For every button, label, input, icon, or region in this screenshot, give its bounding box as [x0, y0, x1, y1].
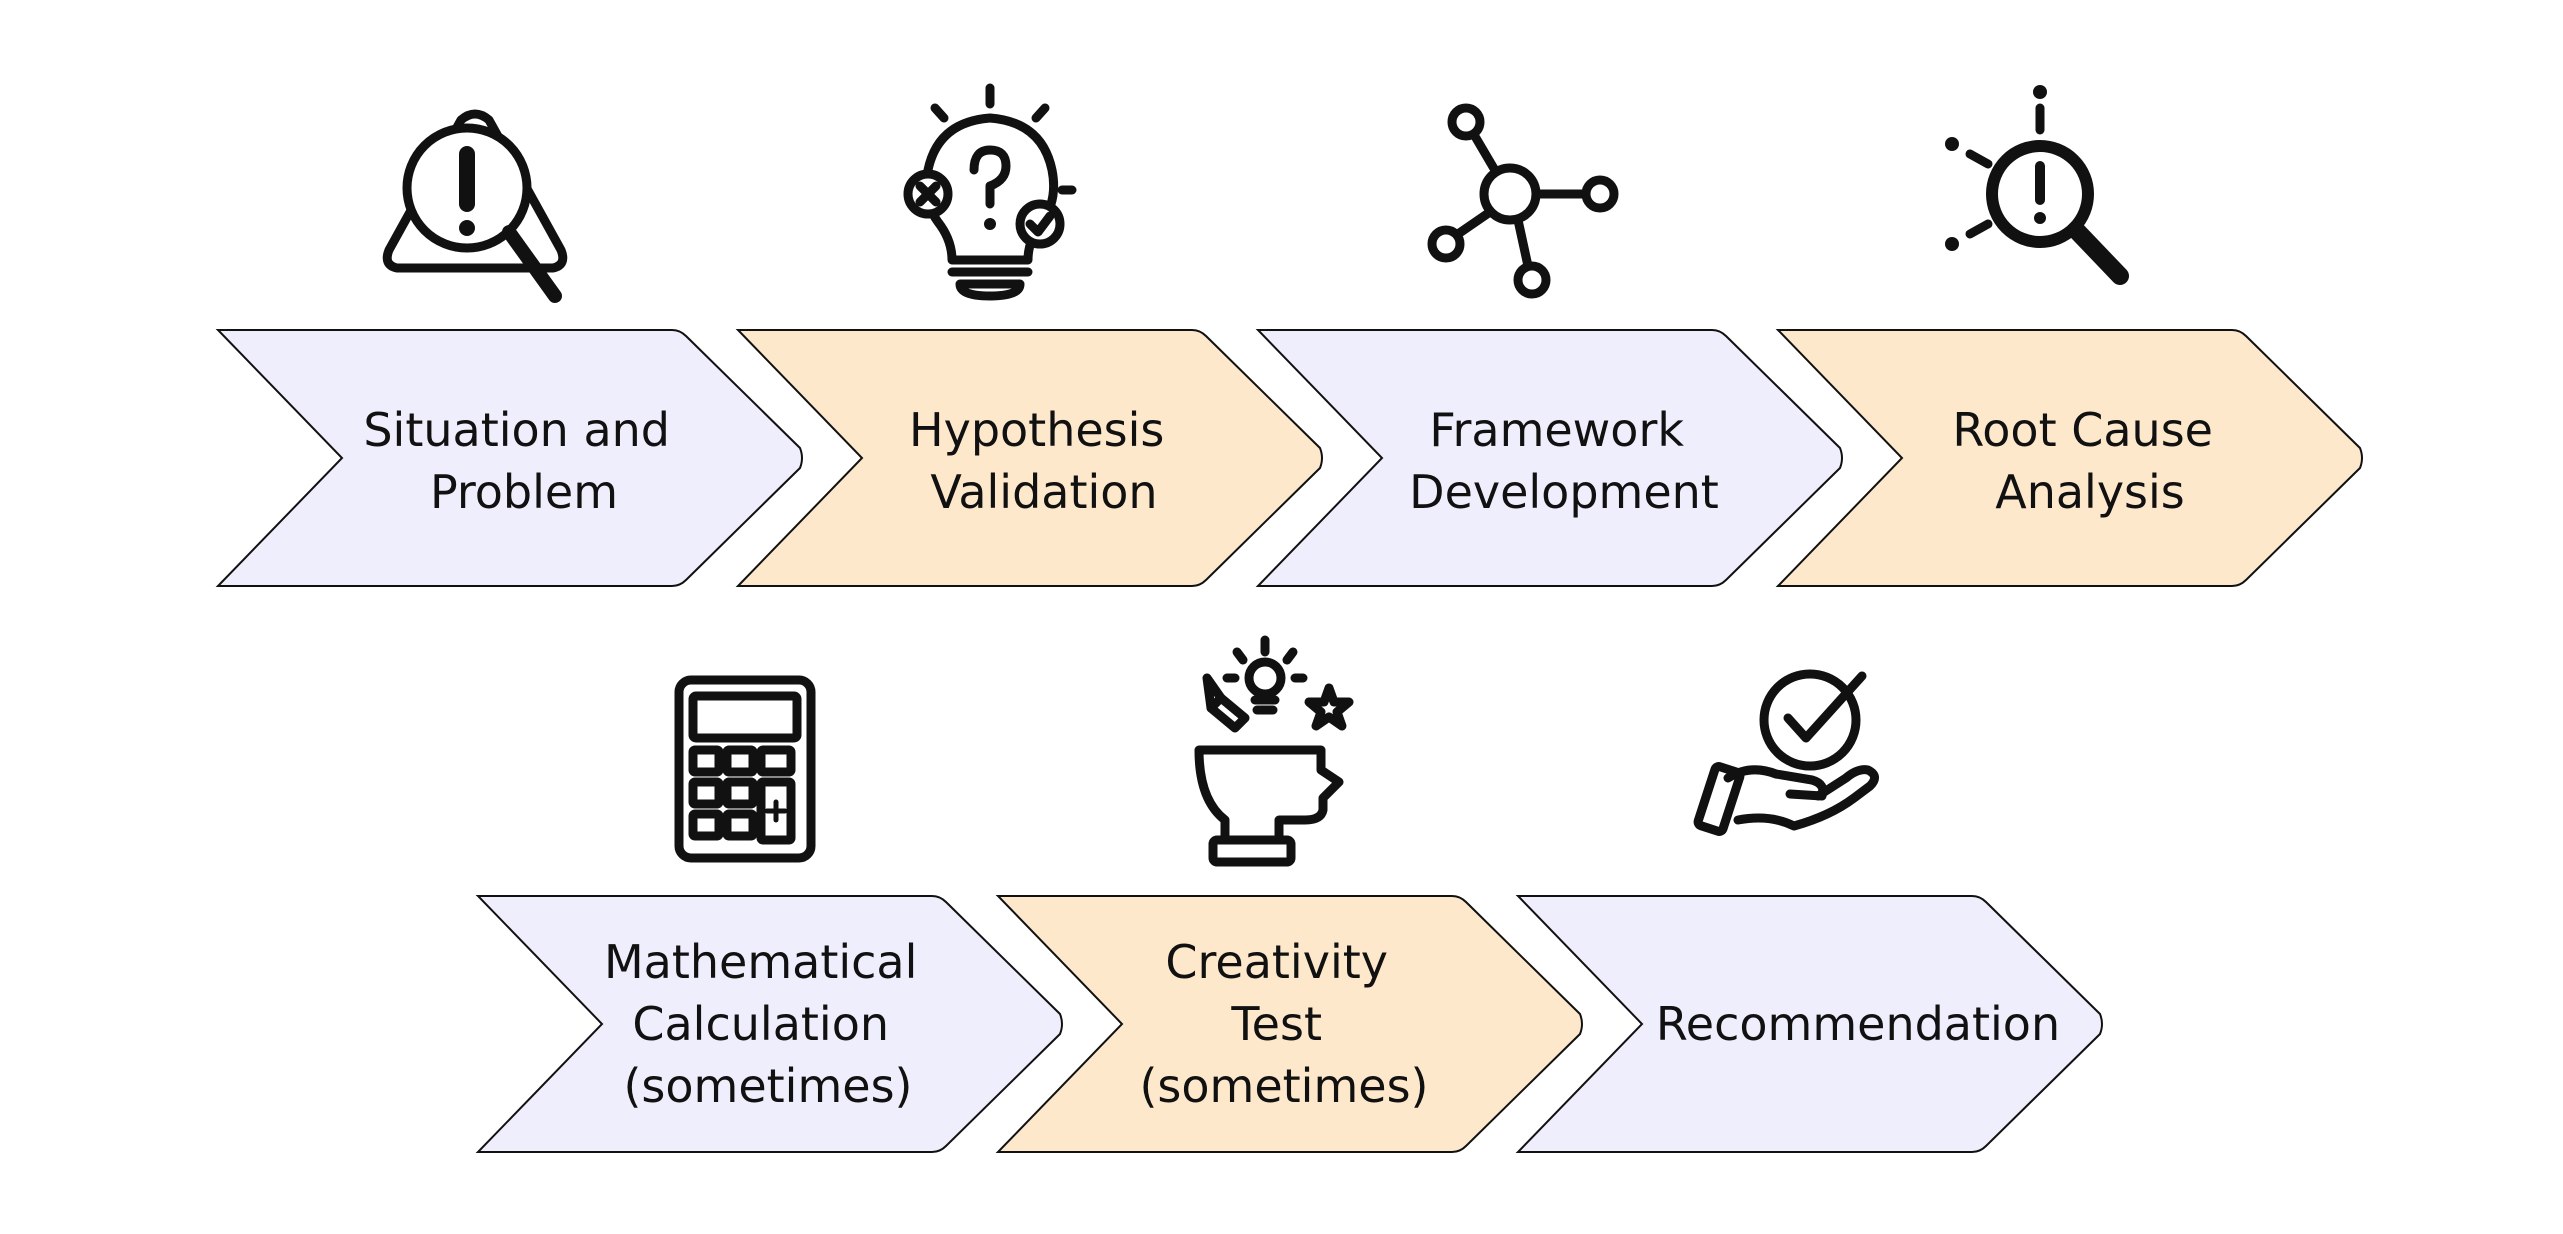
warning-magnifier-icon [382, 109, 568, 303]
step-root-cause-shape [1775, 329, 2363, 587]
chevron-row-top: Situation and Problem Hypothesis Validat… [215, 329, 2363, 587]
step-situation-and-problem: Situation and Problem [215, 329, 803, 587]
step-recommendation-label: Recommendation [1656, 997, 2060, 1051]
step-math-label: Mathematical Calculation (sometimes) [604, 935, 932, 1113]
step-creativity-test: Creativity Test (sometimes) [995, 895, 1583, 1153]
magnifier-alert-icon [1945, 85, 2129, 285]
step-math-shape [475, 895, 1063, 1153]
step-framework-development: Framework Development [1255, 329, 1843, 587]
step-root-cause-analysis: Root Cause Analysis [1775, 329, 2363, 587]
step-hypothesis-validation: Hypothesis Validation [735, 329, 1323, 587]
step-recommendation: Recommendation [1515, 895, 2103, 1153]
step-framework-shape [1255, 329, 1843, 587]
question-lightbulb-icon [903, 83, 1077, 301]
step-situation-label: Situation and Problem [363, 403, 684, 519]
network-nodes-icon [1427, 103, 1619, 299]
step-creativity-label: Creativity Test (sometimes) [1139, 935, 1428, 1113]
creative-head-icon [1194, 635, 1354, 867]
step-mathematical-calculation: Mathematical Calculation (sometimes) [475, 895, 1063, 1153]
step-situation-shape [215, 329, 803, 587]
step-creativity-shape [995, 895, 1583, 1153]
step-hypothesis-label: Hypothesis Validation [909, 403, 1179, 519]
chevron-row-bottom: Mathematical Calculation (sometimes) Cre… [475, 895, 2103, 1153]
hand-checkmark-icon [1693, 669, 1879, 836]
step-framework-label: Framework Development [1409, 403, 1719, 519]
calculator-icon [674, 675, 816, 863]
step-root-cause-label: Root Cause Analysis [1952, 403, 2227, 519]
step-recommendation-shape [1515, 895, 2103, 1153]
step-hypothesis-shape [735, 329, 1323, 587]
